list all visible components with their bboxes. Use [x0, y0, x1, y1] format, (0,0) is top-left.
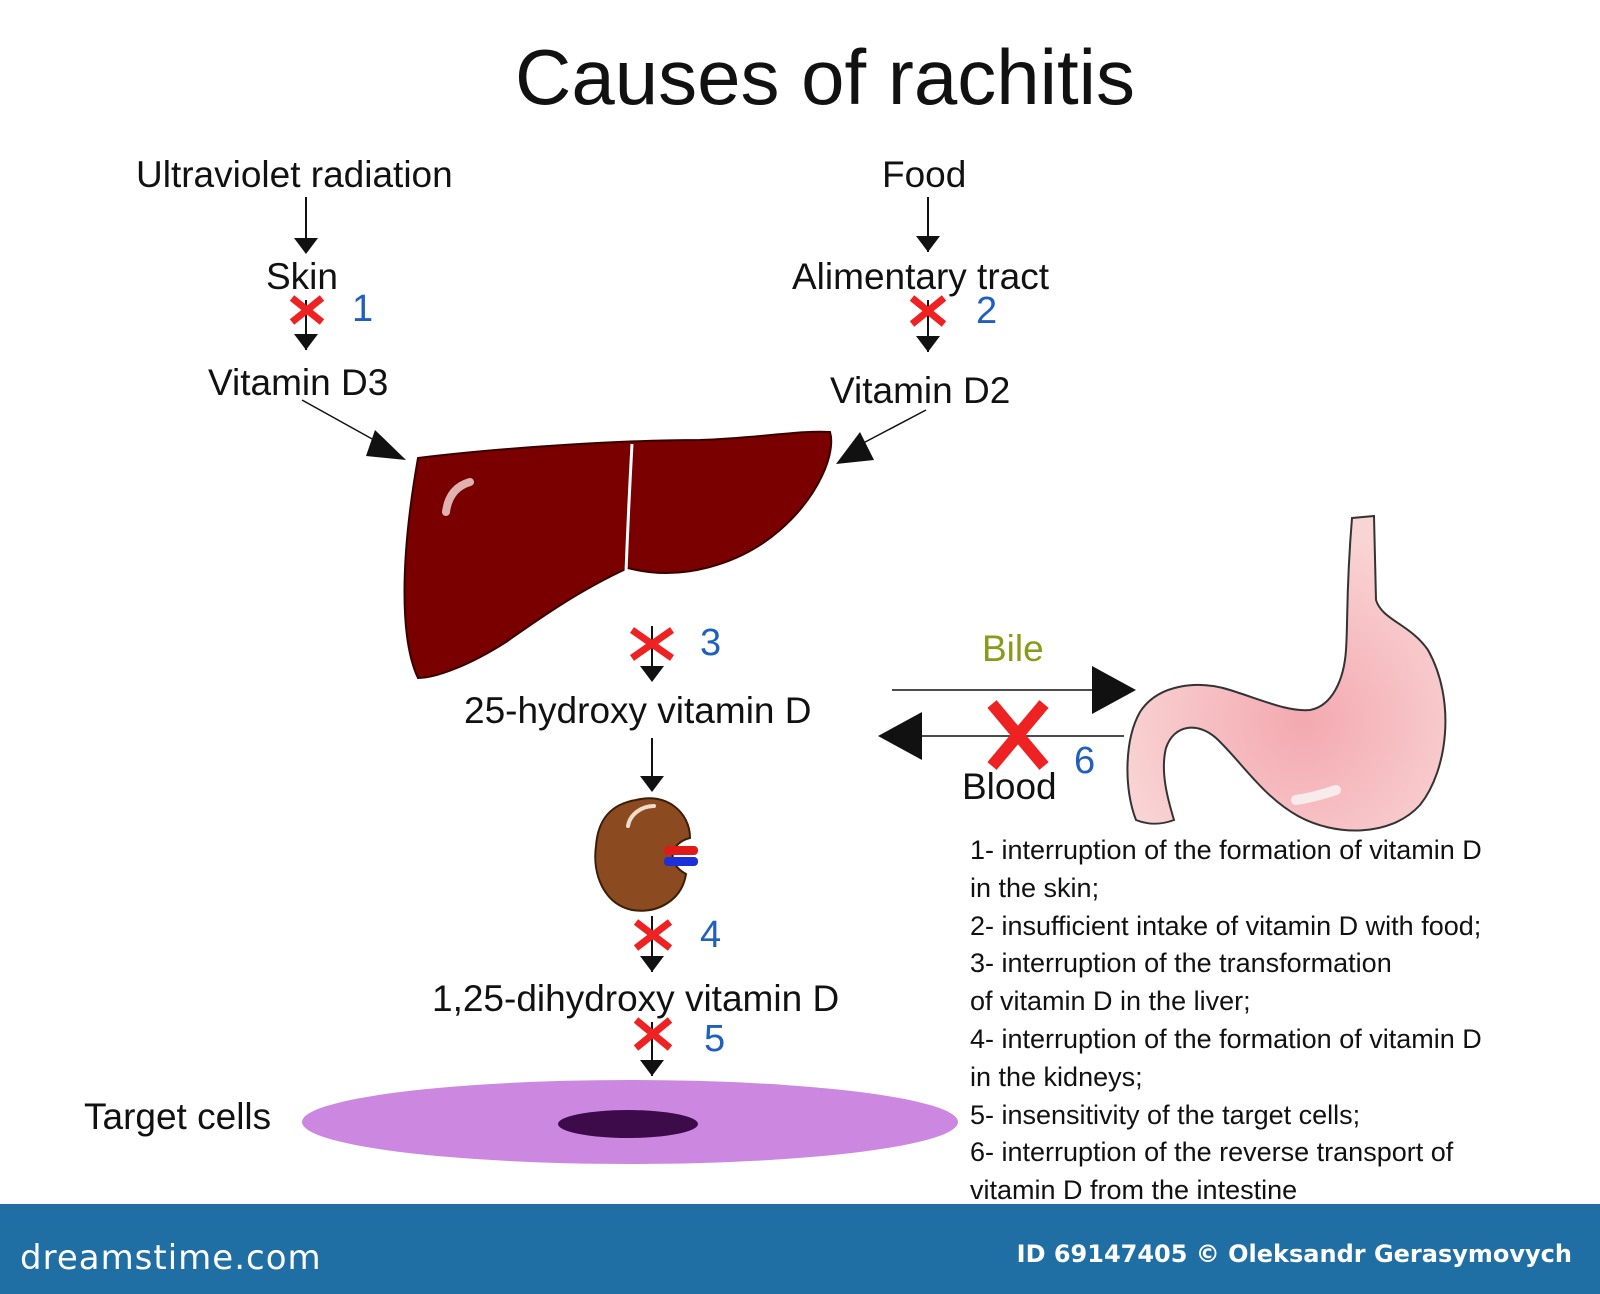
liver-shape	[405, 432, 832, 678]
arrowhead-d3-to-liver	[366, 430, 406, 460]
legend-line: of vitamin D in the liver;	[970, 983, 1590, 1021]
label-skin: Skin	[266, 258, 338, 295]
block-marker-1: 1	[352, 290, 373, 328]
legend-line: 6- interruption of the reverse transport…	[970, 1134, 1590, 1172]
label-target-cells: Target cells	[84, 1098, 271, 1135]
footer-logo[interactable]: dreamstime.com	[20, 1238, 322, 1278]
footer-bar: dreamstime.com ID 69147405 © Oleksandr G…	[0, 1204, 1600, 1294]
block-marker-4: 4	[700, 916, 721, 954]
arrowhead-tract-to-d2	[916, 336, 940, 352]
legend-line: in the skin;	[970, 870, 1590, 908]
block-marker-2: 2	[976, 292, 997, 330]
arrowhead-dihydroxy-to-target	[640, 1060, 664, 1076]
footer-credit: ID 69147405 © Oleksandr Gerasymovych	[1017, 1240, 1572, 1268]
legend-line: 3- interruption of the transformation	[970, 945, 1590, 983]
arrowhead-blood	[878, 712, 922, 760]
legend-line: in the kidneys;	[970, 1059, 1590, 1097]
arrowhead-food-to-tract	[916, 236, 940, 252]
label-blood: Blood	[962, 768, 1057, 805]
arrowhead-liver-to-hydroxy	[640, 666, 664, 682]
diagram-title: Causes of rachitis	[0, 38, 1600, 116]
label-vitamin-d3: Vitamin D3	[208, 364, 388, 401]
arrowhead-d2-to-liver	[836, 432, 874, 464]
label-1-25-dihydroxy-vitamin-d: 1,25-dihydroxy vitamin D	[432, 980, 839, 1017]
renal-vein-icon	[664, 857, 698, 866]
label-bile: Bile	[982, 630, 1044, 667]
target-cell-nucleus	[558, 1110, 698, 1138]
label-food: Food	[882, 156, 966, 193]
arrowhead-kidney-to-dihydroxy	[640, 956, 664, 972]
renal-artery-icon	[664, 846, 698, 855]
legend-line: 4- interruption of the formation of vita…	[970, 1021, 1590, 1059]
label-vitamin-d2: Vitamin D2	[830, 372, 1010, 409]
label-ultraviolet: Ultraviolet radiation	[136, 156, 453, 193]
legend-line: 5- insensitivity of the target cells;	[970, 1097, 1590, 1135]
block-cross-6	[992, 704, 1044, 766]
block-marker-3: 3	[700, 624, 721, 662]
label-alimentary-tract: Alimentary tract	[792, 258, 1049, 295]
legend-line: 1- interruption of the formation of vita…	[970, 832, 1590, 870]
arrowhead-bile	[1092, 666, 1136, 714]
block-marker-6: 6	[1074, 742, 1095, 780]
label-25-hydroxy-vitamin-d: 25-hydroxy vitamin D	[464, 692, 812, 729]
legend-line: 2- insufficient intake of vitamin D with…	[970, 908, 1590, 946]
causes-legend: 1- interruption of the formation of vita…	[970, 832, 1590, 1210]
block-marker-5: 5	[704, 1020, 725, 1058]
arrowhead-uv-to-skin	[294, 238, 318, 254]
arrowhead-skin-to-d3	[294, 334, 318, 350]
arrowhead-hydroxy-to-kidney	[640, 776, 664, 792]
stomach-shape	[1127, 516, 1445, 831]
